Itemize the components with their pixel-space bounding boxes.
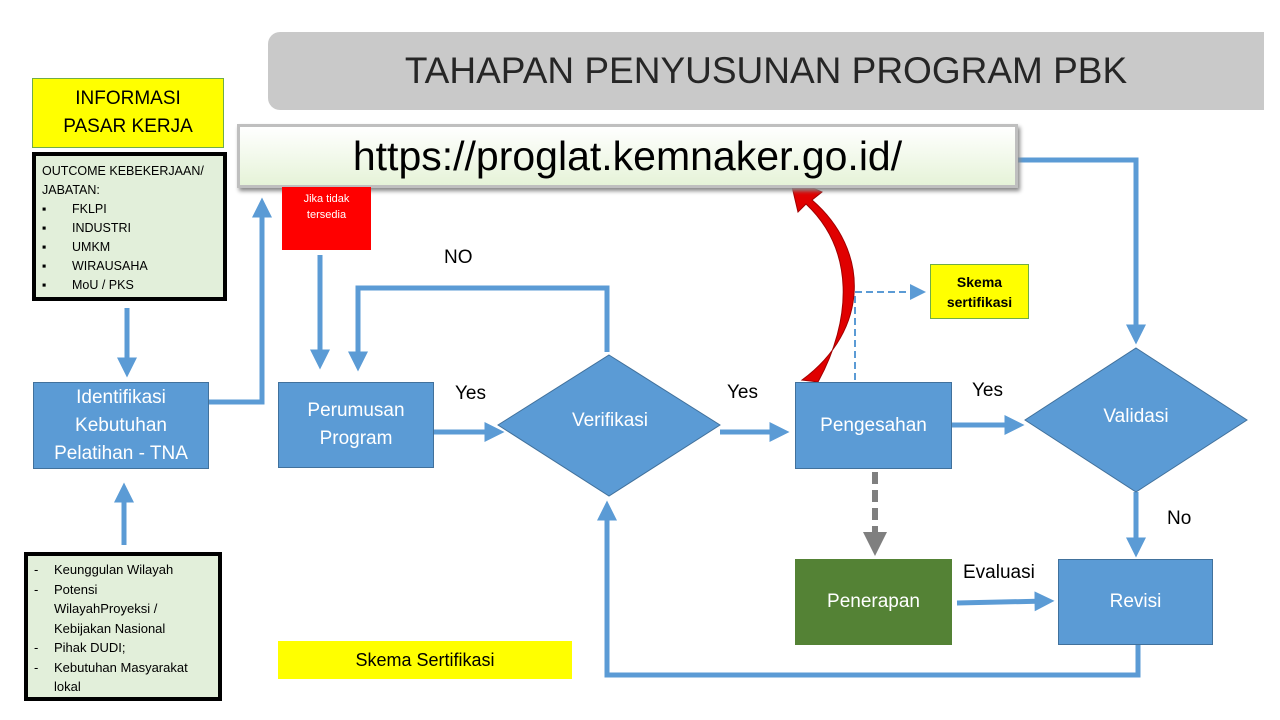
info-pasar-kerja-box: INFORMASI PASAR KERJA bbox=[32, 78, 224, 148]
arrow-url-validasi bbox=[1018, 157, 1146, 345]
red-curved-arrow bbox=[789, 177, 855, 383]
node-perumusan: Perumusan Program bbox=[278, 382, 434, 468]
outcome-heading: OUTCOME KEBEKERJAAN/ JABATAN: bbox=[42, 164, 204, 197]
source-item: -Kebutuhan Masyarakat lokal bbox=[34, 659, 188, 695]
url-box[interactable]: https://proglat.kemnaker.go.id/ bbox=[237, 124, 1018, 188]
title-bar: TAHAPAN PENYUSUNAN PROGRAM PBK bbox=[268, 32, 1264, 110]
outcome-box: OUTCOME KEBEKERJAAN/ JABATAN: ▪FKLPI ▪IN… bbox=[32, 152, 227, 301]
source-item: -Pihak DUDI; bbox=[34, 640, 126, 655]
label-no-right: No bbox=[1167, 508, 1192, 529]
url-text[interactable]: https://proglat.kemnaker.go.id/ bbox=[352, 132, 903, 179]
source-item: -Keunggulan Wilayah bbox=[34, 562, 174, 577]
outcome-item: ▪FKLPI bbox=[42, 202, 107, 216]
jika-tidak-tersedia-box: Jika tidak tersedia bbox=[282, 187, 371, 250]
label-yes-1: Yes bbox=[455, 383, 486, 404]
label-evaluasi: Evaluasi bbox=[963, 562, 1035, 583]
validasi-diamond bbox=[1024, 347, 1248, 493]
node-validasi-label: Validasi bbox=[1103, 406, 1169, 427]
arrow-revisi-verifikasi bbox=[597, 500, 1141, 678]
node-revisi: Revisi bbox=[1058, 559, 1213, 645]
arrow-no-loop bbox=[348, 285, 610, 372]
arrow-identifikasi-up bbox=[209, 197, 272, 405]
outcome-item: ▪WIRAUSAHA bbox=[42, 259, 148, 273]
label-yes-2: Yes bbox=[727, 382, 758, 403]
skema-sertifikasi-small: Skema sertifikasi bbox=[930, 264, 1029, 319]
page-title: TAHAPAN PENYUSUNAN PROGRAM PBK bbox=[404, 50, 1128, 91]
verifikasi-diamond bbox=[497, 354, 721, 497]
arrow-dashed-skema bbox=[854, 284, 926, 380]
source-item: -Potensi WilayahProyeksi / Kebijakan Nas… bbox=[34, 581, 166, 636]
sources-box: -Keunggulan Wilayah -Potensi WilayahProy… bbox=[24, 552, 222, 701]
skema-sertifikasi-legend: Skema Sertifikasi bbox=[278, 641, 572, 679]
outcome-item: ▪MoU / PKS bbox=[42, 278, 134, 292]
outcome-item: ▪UMKM bbox=[42, 240, 111, 254]
label-no-top: NO bbox=[444, 247, 473, 268]
node-pengesahan: Pengesahan bbox=[795, 382, 952, 469]
info-pasar-kerja-label: INFORMASI PASAR KERJA bbox=[63, 88, 193, 137]
arrow-penerapan-revisi bbox=[956, 591, 1055, 612]
node-penerapan: Penerapan bbox=[795, 559, 952, 645]
label-yes-3: Yes bbox=[972, 380, 1003, 401]
node-identifikasi: Identifikasi Kebutuhan Pelatihan - TNA bbox=[33, 382, 209, 469]
node-verifikasi-label: Verifikasi bbox=[571, 410, 649, 431]
outcome-item: ▪INDUSTRI bbox=[42, 221, 132, 235]
